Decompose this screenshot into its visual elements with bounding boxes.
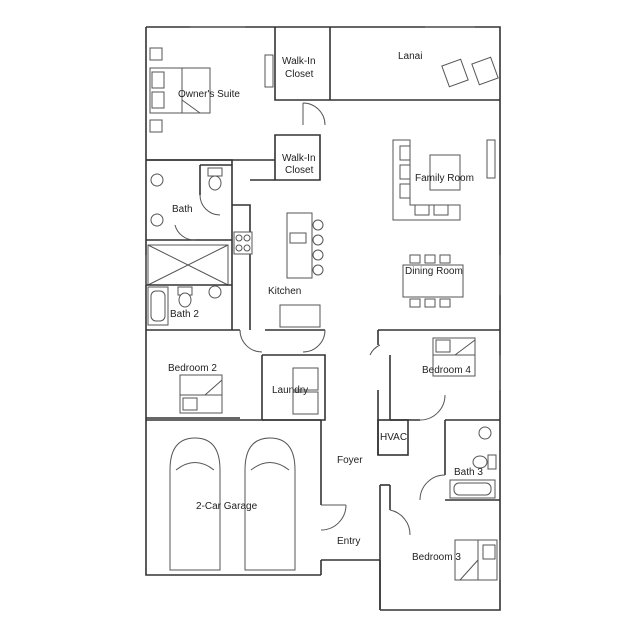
bed-icon [432,337,476,377]
label-garage: 2-Car Garage [196,501,258,512]
bathtub-icon [449,479,496,499]
label-foyer: Foyer [337,455,363,466]
label-bath-2: Bath 2 [170,309,199,320]
bed-icon [454,539,498,581]
label-dining-room: Dining Room [405,266,463,277]
label-walkin-closet-2-line1: Walk-In [282,153,316,164]
car-icon [169,437,221,571]
dresser [264,54,274,88]
windows [145,26,501,580]
hvac-closet [377,419,409,456]
bed-icon [149,67,211,114]
label-bedroom-3: Bedroom 3 [412,552,461,563]
doors [174,102,446,536]
label-bath-3: Bath 3 [454,467,483,478]
label-kitchen: Kitchen [268,286,301,297]
label-walkin-closet-1-line1: Walk-In [282,56,316,67]
interior-walls [146,27,500,610]
tv-console [486,139,496,179]
label-entry: Entry [337,536,360,547]
nightstand [149,47,163,61]
toilet-icon [177,286,193,308]
bathtub-icon [147,286,169,326]
bed-icon [179,374,223,414]
washer [292,367,319,391]
label-lanai: Lanai [398,51,422,62]
toilet-icon [207,167,223,191]
dryer [292,391,319,415]
label-owners-suite: Owner's Suite [178,89,240,100]
nightstand [149,119,163,133]
sink [150,213,164,227]
label-walkin-closet-2-line2: Closet [285,165,314,176]
stove [233,231,253,255]
refrigerator [279,304,321,328]
car-icon [244,437,296,571]
label-hvac: HVAC [380,432,407,443]
label-bedroom-2: Bedroom 2 [168,363,217,374]
sink [208,285,222,299]
label-laundry: Laundry [272,385,308,396]
dining-table [402,254,464,308]
label-walkin-closet-1-line2: Closet [285,69,314,80]
lounge-chair-icon [441,56,499,88]
exterior-walls [145,26,501,611]
label-bedroom-4: Bedroom 4 [422,365,471,376]
kitchen-island [286,212,324,279]
sink [150,173,164,187]
sink [478,426,492,440]
sofa-icon [392,139,461,221]
label-family-room: Family Room [415,173,474,184]
label-bath: Bath [172,204,193,215]
toilet-icon [472,454,497,470]
